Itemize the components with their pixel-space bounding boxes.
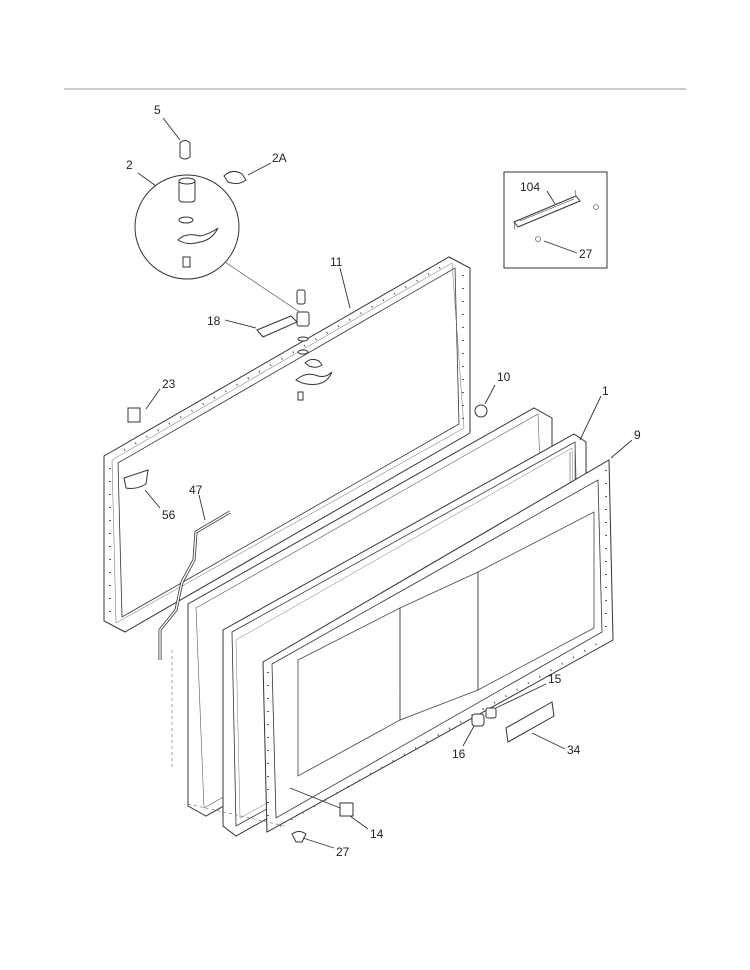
cup-part-56: 56	[123, 469, 176, 522]
callout-56: 56	[162, 508, 176, 522]
bumper-part-10: 10	[474, 370, 511, 418]
callout-47: 47	[189, 483, 203, 497]
bracket-part-104	[513, 189, 581, 231]
switch-part-14: 14	[289, 787, 384, 841]
bracket-part-23: 23	[127, 377, 176, 423]
inset-box: 104 27	[503, 171, 608, 269]
handle-part-18: 18	[207, 314, 298, 338]
callout-10: 10	[497, 370, 511, 384]
callout-2a: 2A	[272, 151, 287, 165]
callout-23: 23	[162, 377, 176, 391]
lock-cam-icon	[177, 227, 219, 245]
callout-15: 15	[548, 672, 562, 686]
callout-27-bottom: 27	[336, 845, 350, 859]
detail-circle	[134, 174, 302, 314]
callout-27-inset: 27	[579, 247, 593, 261]
screw-27-inset-a	[593, 204, 599, 210]
callout-2: 2	[126, 158, 133, 172]
washer-icon	[178, 216, 194, 224]
light-cover-part-34: 34	[505, 701, 581, 757]
callout-5: 5	[154, 103, 161, 117]
callout-104: 104	[520, 180, 540, 194]
socket-part-16: 15 16	[452, 672, 562, 761]
lock-cylinder-icon	[178, 177, 196, 203]
lock-assembly	[295, 289, 333, 401]
callout-18: 18	[207, 314, 221, 328]
callout-1: 1	[602, 384, 609, 398]
key-part-5: 5	[154, 103, 191, 160]
wire-part-47: 47	[158, 483, 231, 660]
callout-34: 34	[567, 743, 581, 757]
callout-11: 11	[330, 255, 343, 269]
screw-27-inset-b	[535, 236, 541, 242]
callout-14: 14	[370, 827, 384, 841]
callout-9: 9	[634, 428, 641, 442]
screw-part-27-bottom: 27	[291, 831, 350, 859]
callout-16: 16	[452, 747, 466, 761]
screw-icon	[182, 256, 191, 268]
clip-part-2a: 2A	[223, 151, 287, 185]
inner-panel-part-9: 9	[262, 428, 641, 833]
